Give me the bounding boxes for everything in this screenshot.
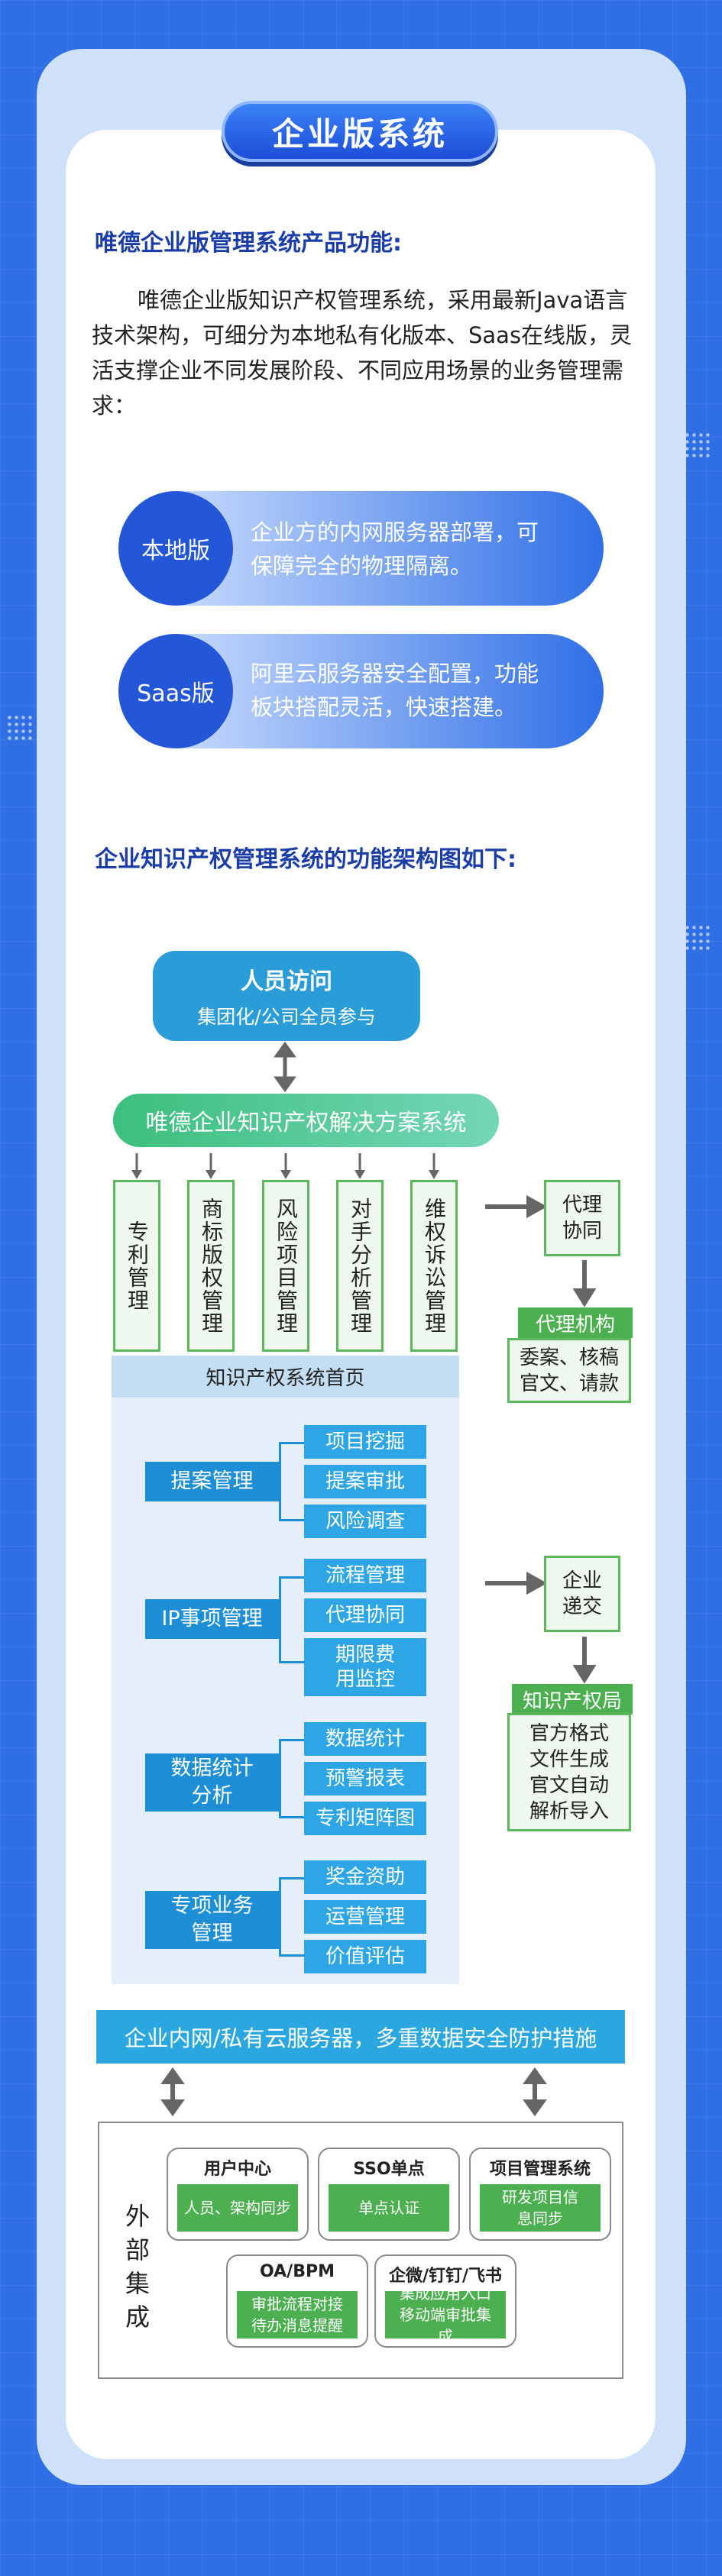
integration-sso: SSO单点单点认证 <box>318 2148 460 2241</box>
category-ip-matters: IP事项管理 <box>145 1599 279 1639</box>
external-label: 外部集成 <box>125 2202 150 2332</box>
enterprise-submit-box: 企业递交 <box>544 1556 620 1632</box>
decor-dots <box>6 714 34 742</box>
integration-project-mgmt: 项目管理系统研发项目信息同步 <box>469 2148 611 2241</box>
module-trademark: 商标版权管理 <box>187 1180 235 1352</box>
network-bar: 企业内网/私有云服务器，多重数据安全防护措施 <box>96 2010 625 2064</box>
arrow-head <box>274 1041 296 1058</box>
bracket <box>279 1739 304 1818</box>
integration-user-center: 用户中心人员、架构同步 <box>167 2148 309 2241</box>
arrow-head <box>274 1076 296 1093</box>
agent-collab-box: 代理协同 <box>544 1180 620 1256</box>
bracket <box>279 1442 304 1521</box>
item-operations: 运营管理 <box>304 1900 426 1934</box>
item-patent-matrix: 专利矩阵图 <box>304 1802 426 1835</box>
version-local-desc: 企业方的内网服务器部署，可保障完全的物理隔离。 <box>251 519 539 579</box>
section1-heading: 唯德企业版管理系统产品功能: <box>90 224 406 259</box>
item-alert-report: 预警报表 <box>304 1762 426 1795</box>
item-value-eval: 价值评估 <box>304 1940 426 1973</box>
item-process-mgmt: 流程管理 <box>304 1559 426 1592</box>
item-proposal-approval: 提案审批 <box>304 1465 426 1498</box>
category-proposal: 提案管理 <box>145 1462 279 1501</box>
agent-org-body: 委案、核稿官文、请款 <box>507 1338 631 1403</box>
category-special: 专项业务管理 <box>145 1891 279 1949</box>
item-risk-survey: 风险调查 <box>304 1505 426 1538</box>
decor-dots <box>684 924 711 952</box>
version-saas-badge: Saas版 <box>118 634 233 748</box>
module-litigation: 维权诉讼管理 <box>410 1180 458 1352</box>
access-box: 人员访问 集团化/公司全员参与 <box>153 951 420 1041</box>
module-patent: 专利管理 <box>113 1180 160 1352</box>
module-risk: 风险项目管理 <box>262 1180 309 1352</box>
solution-bar: 唯德企业知识产权解决方案系统 <box>113 1094 499 1147</box>
item-deadline-fee: 期限费用监控 <box>304 1638 426 1696</box>
module-competitor: 对手分析管理 <box>336 1180 384 1352</box>
version-local-badge: 本地版 <box>118 491 233 606</box>
agent-org-head: 代理机构 <box>518 1307 633 1338</box>
item-bonus-funding: 奖金资助 <box>304 1860 426 1894</box>
integration-im-apps: 企微/钉钉/飞书集成应用入口移动端审批集成 <box>374 2254 516 2348</box>
version-saas-desc: 阿里云服务器安全配置，功能板块搭配灵活，快速搭建。 <box>251 661 539 720</box>
item-agent-collab: 代理协同 <box>304 1598 426 1632</box>
bracket <box>279 1576 304 1663</box>
intro-paragraph: 唯德企业版知识产权管理系统，采用最新Java语言技术架构，可细分为本地私有化版本… <box>92 287 633 419</box>
ip-office-body: 官方格式文件生成官文自动解析导入 <box>507 1713 631 1831</box>
page-title: 企业版系统 <box>222 101 498 162</box>
ip-office-head: 知识产权局 <box>512 1684 633 1715</box>
section2-heading: 企业知识产权管理系统的功能架构图如下: <box>90 840 521 875</box>
bracket <box>279 1877 304 1957</box>
category-statistics: 数据统计分析 <box>145 1753 279 1812</box>
item-data-stats: 数据统计 <box>304 1722 426 1756</box>
decor-dots <box>684 431 711 459</box>
system-home-title: 知识产权系统首页 <box>112 1356 459 1398</box>
item-project-mining: 项目挖掘 <box>304 1425 426 1459</box>
